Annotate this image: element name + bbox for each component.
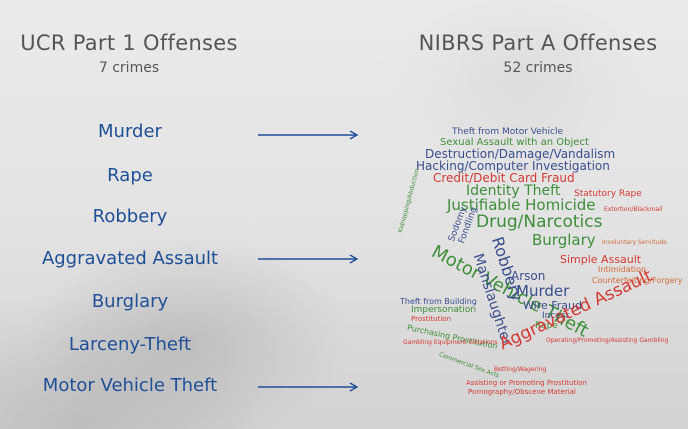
- nibrs-title: NIBRS Part A Offenses: [388, 31, 688, 55]
- wordcloud-word: Assisting or Promoting Prostitution: [466, 380, 587, 387]
- wordcloud-word: Arson: [511, 270, 545, 282]
- wordcloud-word: Murder: [516, 284, 569, 299]
- wordcloud-word: Prostitution: [411, 316, 451, 323]
- ucr-subtitle: 7 crimes: [0, 60, 258, 76]
- wordcloud-word: Betting/Wagering: [494, 367, 546, 373]
- wordcloud-word: Pornography/Obscene Material: [468, 389, 576, 396]
- ucr-offense-larceny-theft: Larceny-Theft: [0, 334, 260, 355]
- ucr-offense-motor-vehicle-theft: Motor Vehicle Theft: [0, 375, 260, 396]
- arrow-icon: [258, 129, 360, 141]
- ucr-offense-robbery: Robbery: [0, 206, 260, 227]
- wordcloud-word: Theft from Motor Vehicle: [452, 128, 563, 137]
- arrow-icon: [258, 253, 360, 265]
- arrow-icon: [258, 381, 360, 393]
- wordcloud-word: Gambling Equipment Violations: [403, 340, 498, 346]
- wordcloud-word: Operating/Promoting/Assisting Gambling: [546, 338, 668, 344]
- wordcloud-word: Impersonation: [411, 306, 476, 315]
- nibrs-subtitle: 52 crimes: [388, 60, 688, 76]
- wordcloud-word: Extortion/Blackmail: [604, 207, 662, 213]
- wordcloud-word: Involuntary Servitude: [602, 240, 667, 246]
- ucr-offense-burglary: Burglary: [0, 291, 260, 312]
- wordcloud-word: Burglary: [532, 233, 596, 248]
- wordcloud-word: Simple Assault: [560, 254, 641, 265]
- ucr-offense-rape: Rape: [0, 165, 260, 186]
- ucr-offense-murder: Murder: [0, 121, 260, 142]
- ucr-title: UCR Part 1 Offenses: [0, 31, 258, 55]
- ucr-offense-aggravated-assault: Aggravated Assault: [0, 248, 260, 269]
- wordcloud-word: Drug/Narcotics: [476, 214, 602, 231]
